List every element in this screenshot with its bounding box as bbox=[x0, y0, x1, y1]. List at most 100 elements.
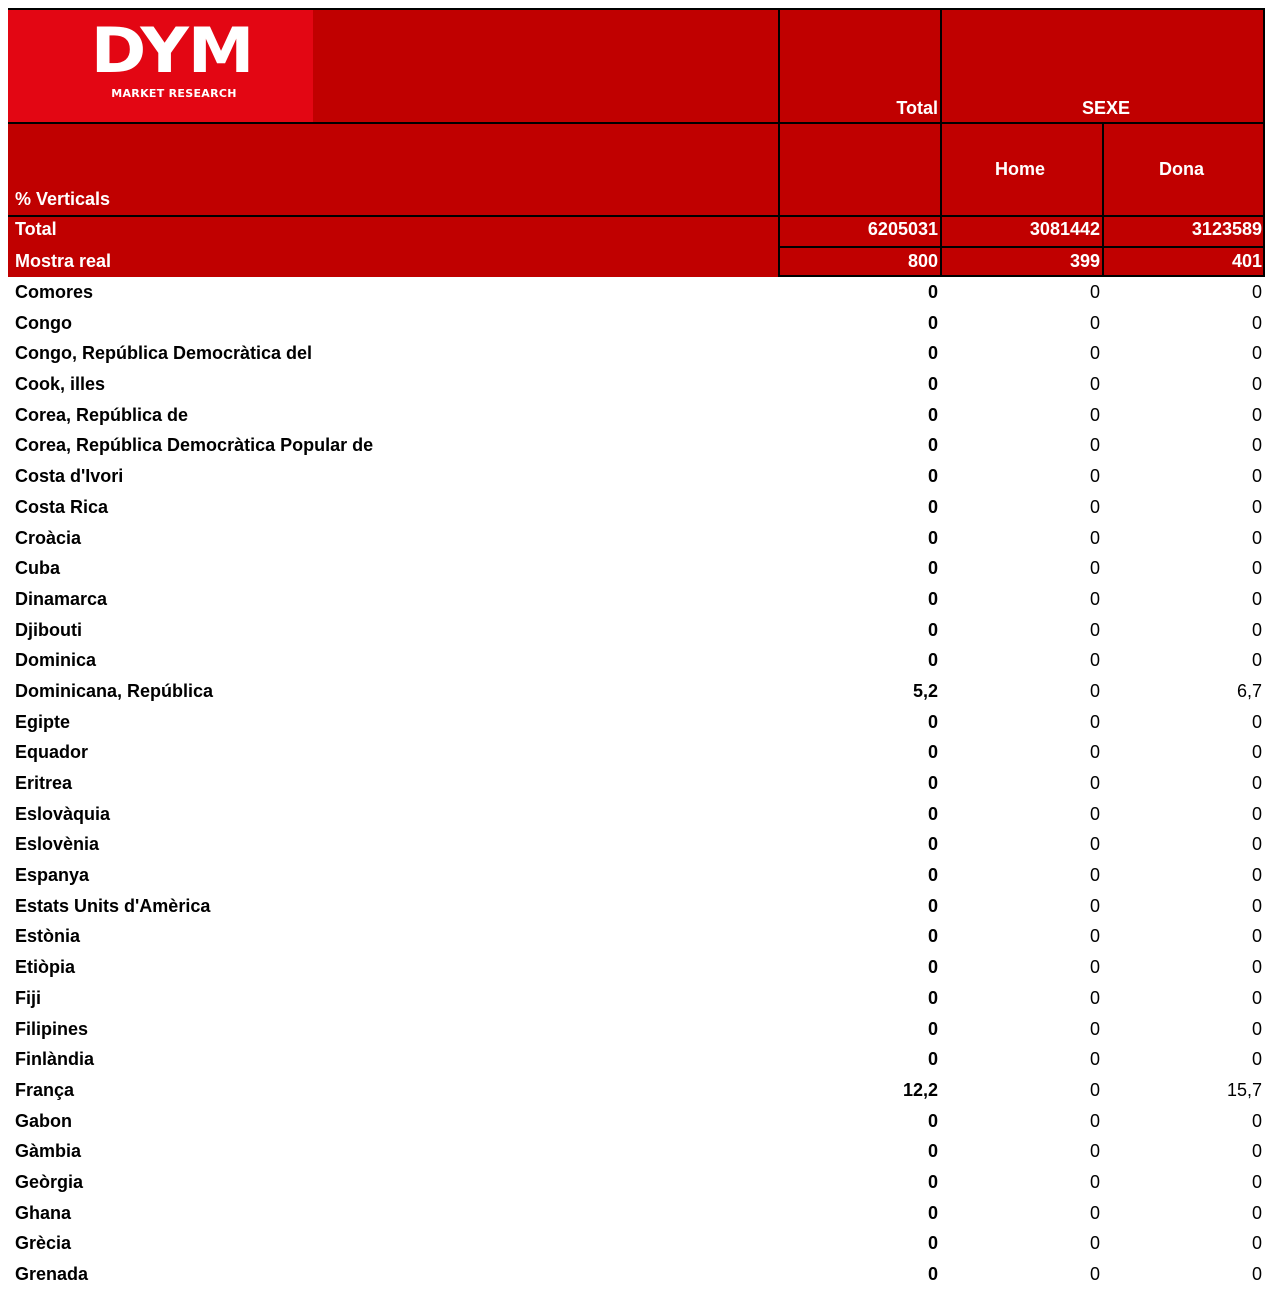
row-dona: 0 bbox=[1251, 711, 1262, 732]
row-home: 0 bbox=[1089, 558, 1100, 579]
row-country: Ghana bbox=[15, 1202, 72, 1223]
row-total: 0 bbox=[927, 588, 938, 609]
row-country: Dominica bbox=[15, 650, 97, 671]
row-total: 5,2 bbox=[912, 680, 938, 701]
row-home: 0 bbox=[1089, 1110, 1100, 1131]
row-dona: 0 bbox=[1251, 1202, 1262, 1223]
row-home: 0 bbox=[1089, 926, 1100, 947]
row-home: 0 bbox=[1089, 1202, 1100, 1223]
row-total: 0 bbox=[927, 1049, 938, 1070]
row-country: Gàmbia bbox=[15, 1141, 82, 1162]
row-home: 0 bbox=[1089, 404, 1100, 425]
row-dona: 0 bbox=[1251, 650, 1262, 671]
row-country: Dominicana, República bbox=[15, 680, 214, 701]
table-row: Corea, República de 0 0 0 bbox=[8, 400, 1265, 431]
row-total: 0 bbox=[927, 773, 938, 793]
row-country: Fiji bbox=[15, 987, 41, 1008]
row-dona: 0 bbox=[1251, 374, 1262, 395]
row-home: 0 bbox=[1089, 1171, 1100, 1192]
row-dona: 0 bbox=[1251, 558, 1262, 579]
dym-logo: DYM MARKET RESEARCH bbox=[8, 8, 313, 122]
header-divider-left bbox=[778, 8, 780, 277]
row-home: 0 bbox=[1089, 834, 1100, 855]
row-dona: 0 bbox=[1251, 404, 1262, 425]
row-country: Corea, República de bbox=[15, 404, 189, 425]
row-country: Espanya bbox=[15, 865, 90, 886]
row-home: 0 bbox=[1089, 1018, 1100, 1039]
row-dona: 0 bbox=[1251, 865, 1262, 886]
row-total: 0 bbox=[927, 742, 938, 763]
row-country: Croàcia bbox=[15, 527, 82, 548]
row-dona: 0 bbox=[1251, 1264, 1262, 1284]
summary-mostra-label: Mostra real bbox=[15, 251, 112, 271]
row-dona: 0 bbox=[1251, 435, 1262, 456]
row-dona: 0 bbox=[1251, 1110, 1262, 1131]
row-total: 0 bbox=[927, 1110, 938, 1131]
row-home: 0 bbox=[1089, 619, 1100, 640]
row-home: 0 bbox=[1089, 1079, 1100, 1100]
summary-total-dona: 3123589 bbox=[1191, 219, 1262, 239]
row-dona: 0 bbox=[1251, 1171, 1262, 1192]
row-home: 0 bbox=[1089, 312, 1100, 333]
row-home: 0 bbox=[1089, 1264, 1100, 1284]
row-dona: 0 bbox=[1251, 312, 1262, 333]
row-country: Eslovàquia bbox=[15, 803, 111, 824]
row-total: 0 bbox=[927, 895, 938, 916]
row-total: 0 bbox=[927, 926, 938, 947]
row-dona: 0 bbox=[1251, 957, 1262, 978]
row-total: 0 bbox=[927, 987, 938, 1008]
col-header-dona: Dona bbox=[1159, 159, 1204, 179]
row-dona: 0 bbox=[1251, 742, 1262, 763]
header-divider-total bbox=[940, 8, 942, 277]
summary-mostra-home: 399 bbox=[1069, 251, 1100, 271]
header-border-top bbox=[8, 8, 1265, 10]
row-dona: 0 bbox=[1251, 527, 1262, 548]
summary-total-total: 6205031 bbox=[867, 219, 938, 239]
row-home: 0 bbox=[1089, 773, 1100, 793]
row-total: 0 bbox=[927, 1018, 938, 1039]
row-home: 0 bbox=[1089, 742, 1100, 763]
row-home: 0 bbox=[1089, 680, 1100, 701]
col-header-total: Total bbox=[896, 98, 938, 118]
col-header-home: Home bbox=[995, 159, 1046, 179]
row-country: Estats Units d'Amèrica bbox=[15, 895, 211, 916]
row-total: 0 bbox=[927, 650, 938, 671]
row-home: 0 bbox=[1089, 496, 1100, 517]
row-total: 0 bbox=[927, 404, 938, 425]
row-total: 0 bbox=[927, 312, 938, 333]
row-home: 0 bbox=[1089, 987, 1100, 1008]
row-dona: 0 bbox=[1251, 1018, 1262, 1039]
row-total: 0 bbox=[927, 957, 938, 978]
row-country: Eslovènia bbox=[15, 834, 100, 855]
row-home: 0 bbox=[1089, 957, 1100, 978]
row-home: 0 bbox=[1089, 803, 1100, 824]
row-country: Corea, República Democràtica Popular de bbox=[15, 435, 374, 456]
row-country: Grenada bbox=[15, 1264, 89, 1284]
row-total: 12,2 bbox=[902, 1079, 938, 1100]
row-country: Finlàndia bbox=[15, 1049, 95, 1070]
header-border-mid bbox=[8, 122, 1265, 124]
row-dona: 0 bbox=[1251, 1141, 1262, 1162]
row-country: França bbox=[15, 1079, 75, 1100]
row-country: Grècia bbox=[15, 1233, 72, 1254]
summary-mostra-dona: 401 bbox=[1231, 251, 1262, 271]
row-country: Equador bbox=[15, 742, 89, 763]
logo-tagline: MARKET RESEARCH bbox=[111, 87, 237, 100]
row-dona: 0 bbox=[1251, 1049, 1262, 1070]
row-country: Egipte bbox=[15, 711, 71, 732]
